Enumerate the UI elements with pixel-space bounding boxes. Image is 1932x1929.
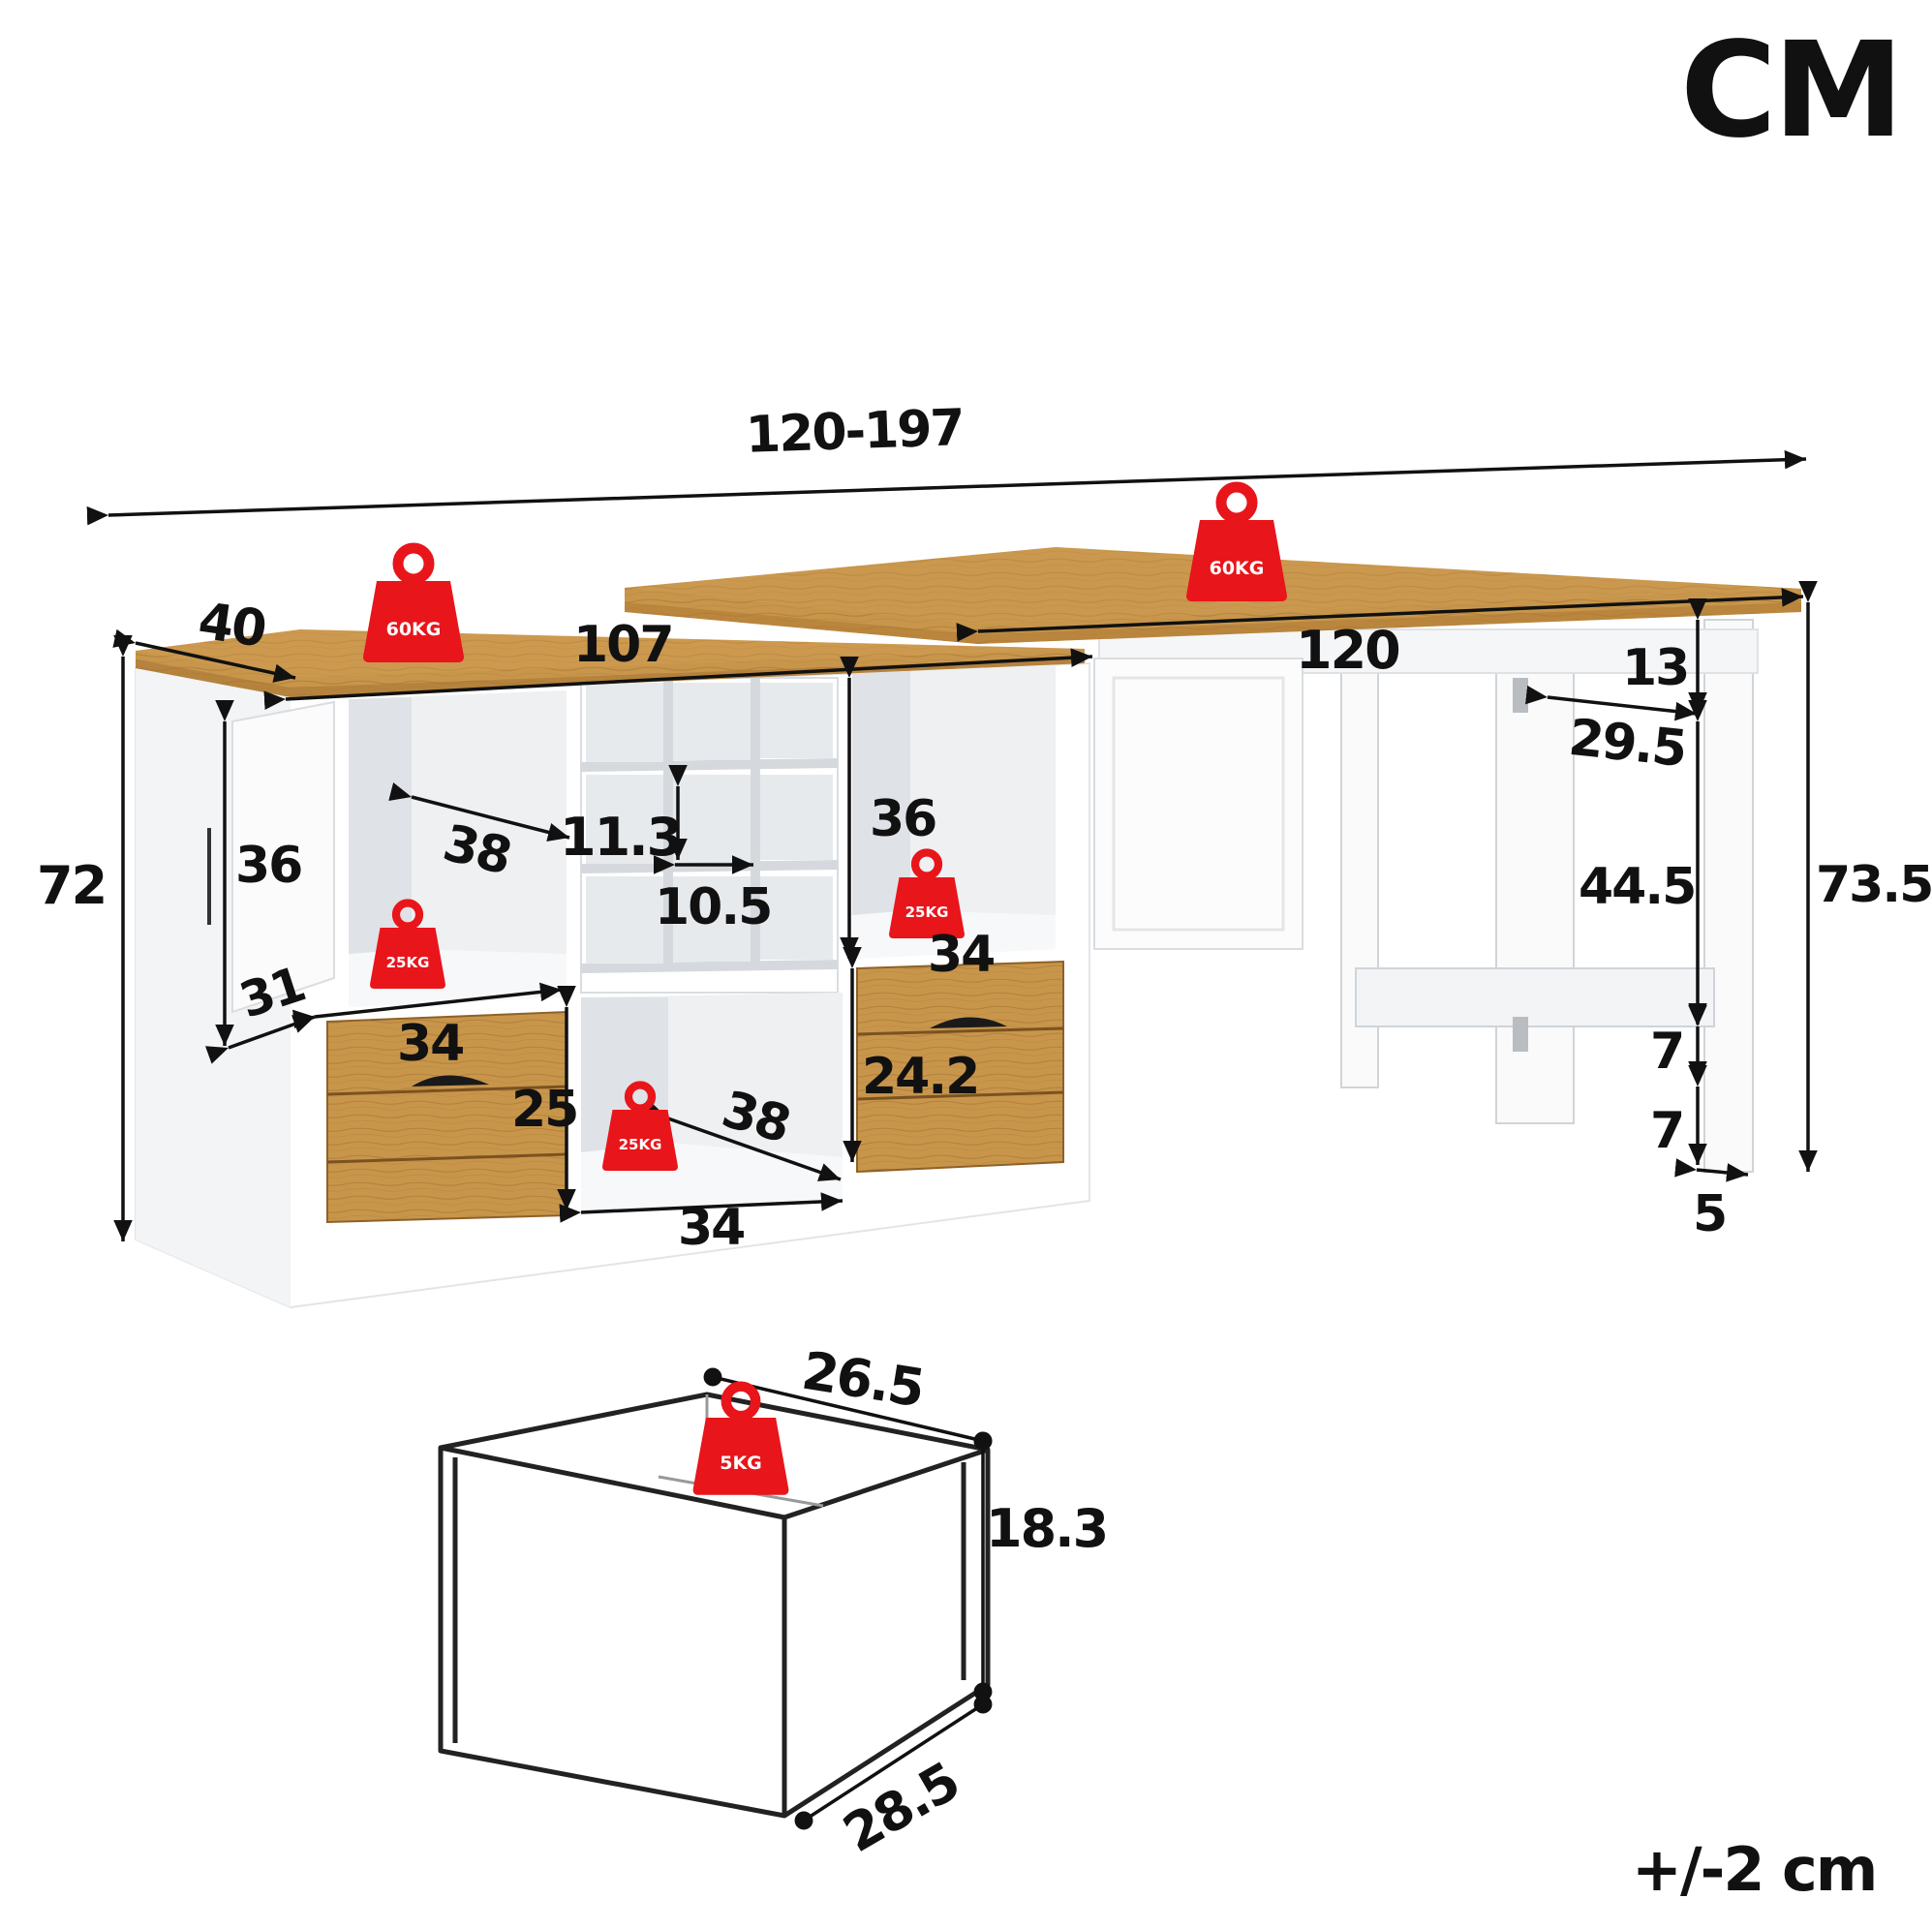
dim-total-width: 120-197 [745, 399, 965, 465]
dim-line-foot [1674, 1158, 1749, 1182]
cabinet-door-open [1093, 658, 1303, 950]
weight-badge-shelf-left: 25KG [385, 954, 430, 971]
dim-left-drawer-width: 34 [397, 1015, 465, 1073]
weight-icon-drawer [692, 1381, 789, 1495]
dim-foot: 5 [1693, 1185, 1728, 1243]
dim-drawer-height: 18.3 [986, 1498, 1109, 1559]
dim-line-drawer-width [794, 1695, 993, 1830]
weight-icon-shelf-bottom [602, 1081, 678, 1171]
weight-badge-shelf-bottom: 25KG [618, 1136, 662, 1153]
desk-stretcher [1355, 967, 1715, 1027]
dim-line-drawer-depth [703, 1367, 993, 1451]
dim-leg-clearance: 44.5 [1579, 858, 1697, 916]
dim-door-height: 36 [235, 837, 303, 895]
desk-leg-back-left [1495, 628, 1575, 1124]
dim-right-drawer-height: 24.2 [862, 1048, 980, 1106]
dim-cube-width: 10.5 [655, 878, 773, 936]
dim-shelf-depth-left: 38 [437, 813, 516, 887]
dim-right-shelf-height: 36 [870, 790, 937, 848]
left-drawer [326, 1010, 567, 1224]
dim-stretcher-height: 7 [1650, 1023, 1685, 1081]
weight-icon-top-left [363, 542, 464, 662]
weight-icon-shelf-left [370, 899, 445, 989]
weight-badge-drawer: 5KG [720, 1453, 762, 1474]
unit-label: CM [1680, 15, 1904, 168]
weight-badge-shelf-right: 25KG [905, 903, 949, 921]
dim-apron: 13 [1622, 639, 1690, 697]
dim-line-bottom-shelf-depth [644, 1102, 842, 1181]
dim-bottom-shelf-width: 34 [678, 1199, 746, 1257]
dim-line-bottom-shelf-width [559, 1192, 843, 1223]
desk-hinge-top [1513, 678, 1528, 713]
dim-line-cabinet-width [263, 648, 1093, 710]
dim-cabinet-height: 72 [37, 855, 107, 916]
dim-left-drawer-height: 25 [511, 1081, 579, 1139]
dim-right-shelf-width: 34 [928, 926, 996, 984]
weight-badges [363, 481, 1287, 1495]
dim-cube-height: 11.3 [560, 807, 683, 868]
desk-hinge-bottom [1513, 1017, 1528, 1052]
dim-cabinet-width: 107 [573, 616, 675, 674]
dim-line-total-width [86, 449, 1807, 526]
dim-desk-width: 120 [1296, 620, 1401, 681]
dim-stretcher-gap: 7 [1650, 1102, 1685, 1160]
dim-line-leg-spacing [1525, 685, 1698, 721]
dim-depth: 40 [195, 592, 269, 659]
desk-leg-right [1703, 619, 1754, 1173]
tolerance-note: +/-2 cm [1632, 1834, 1878, 1905]
weight-badge-top-left: 60KG [385, 619, 442, 640]
dim-line-shelf-depth-left [388, 782, 570, 842]
dim-desk-height: 73.5 [1816, 856, 1932, 914]
weight-badge-top-right: 60KG [1209, 558, 1265, 579]
right-drawer [856, 960, 1064, 1174]
dim-leg-spacing: 29.5 [1566, 708, 1689, 780]
weight-icon-top-right [1186, 481, 1287, 601]
dim-line-left-shelf-width [292, 982, 563, 1029]
weight-icon-shelf-right [889, 848, 965, 938]
dim-line-desk-width [956, 588, 1804, 642]
